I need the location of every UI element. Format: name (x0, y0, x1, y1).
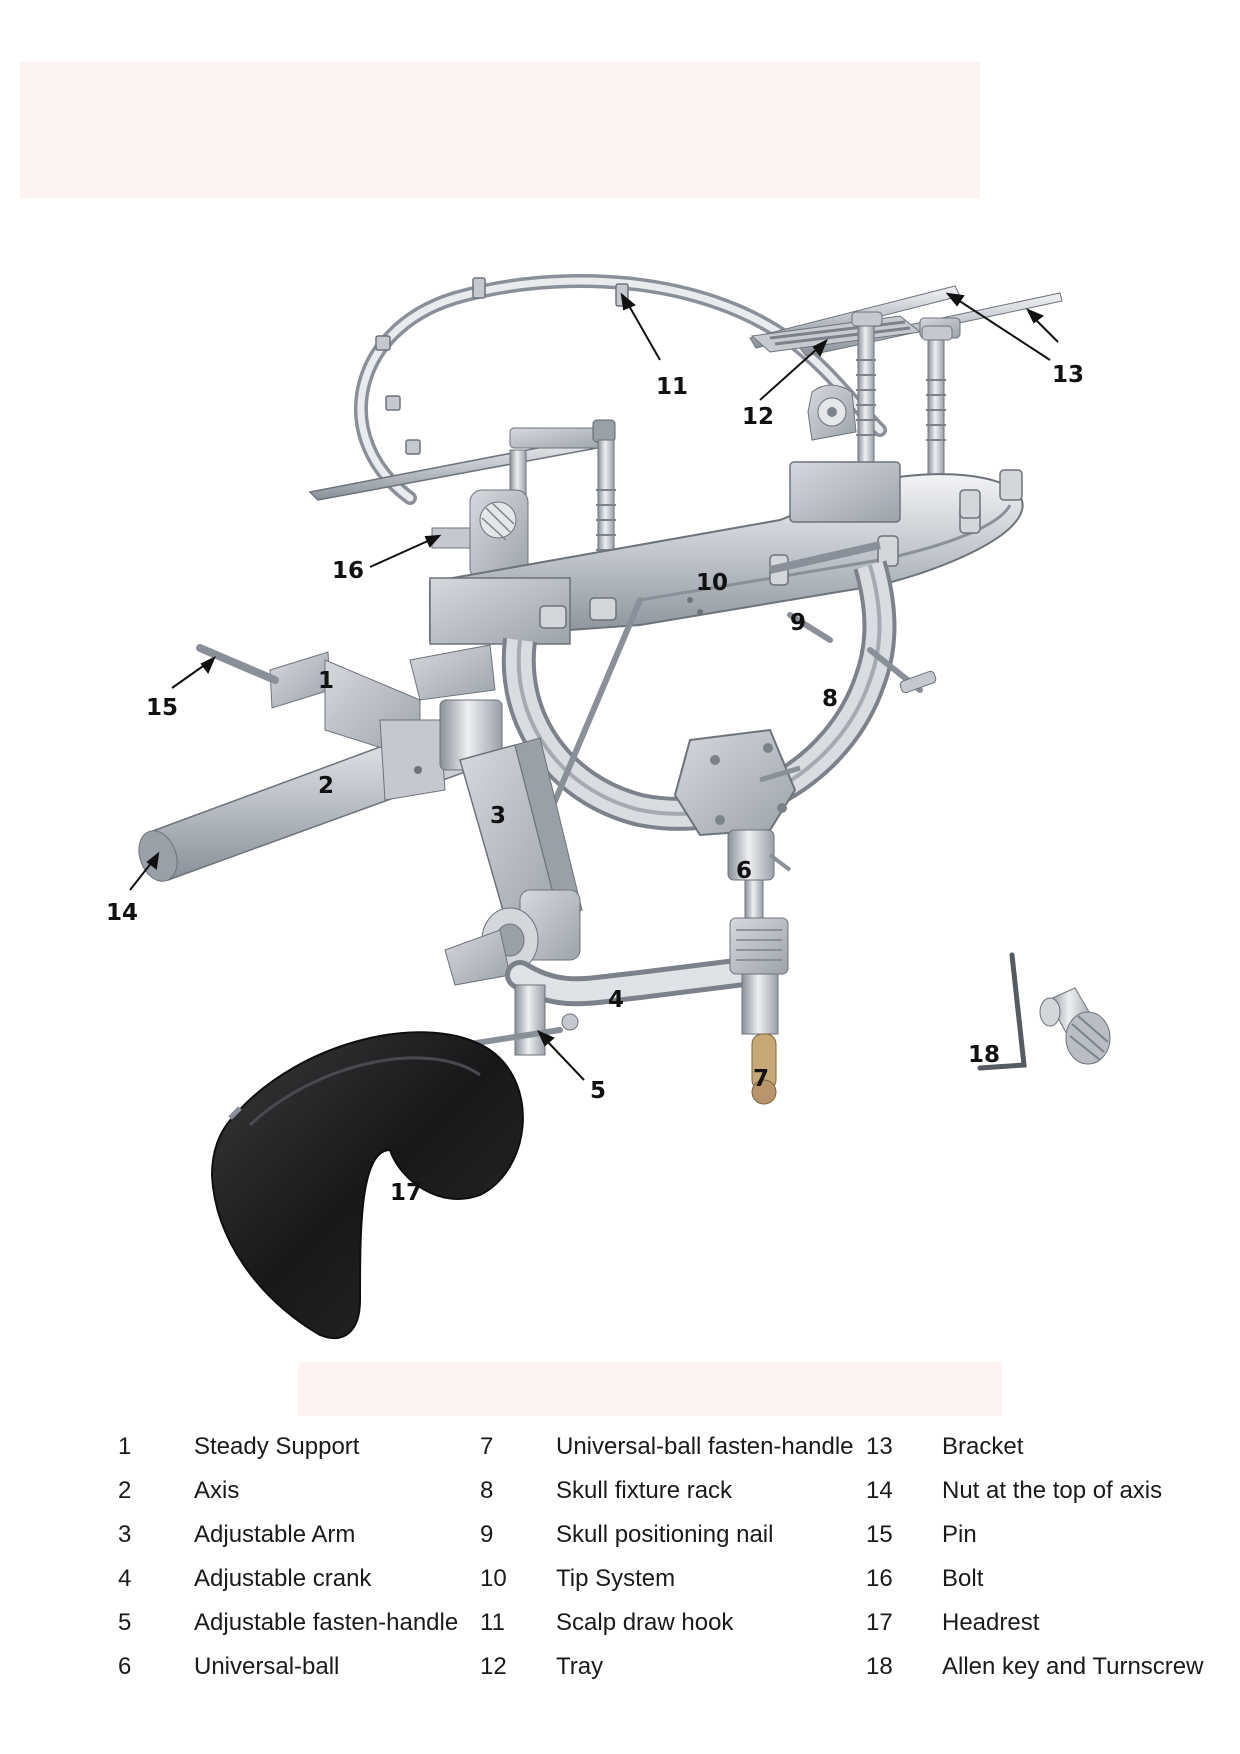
leader-arrows (129, 292, 1059, 1081)
legend-name: Universal-ball fasten-handle (556, 1433, 854, 1460)
legend-name: Headrest (942, 1609, 1040, 1636)
legend-number: 12 (480, 1653, 507, 1680)
bolt-joint (431, 489, 529, 581)
ball-joint-right (807, 384, 857, 441)
legend-name: Tray (556, 1653, 604, 1680)
callout-1: 1 (318, 668, 334, 694)
legend-name: Pin (942, 1521, 977, 1548)
steady-support-block (269, 651, 446, 801)
legend-number: 2 (118, 1477, 132, 1504)
legend-name: Nut at the top of axis (942, 1477, 1163, 1504)
legend-number: 7 (480, 1433, 494, 1460)
top-blank-band (20, 62, 980, 198)
callout-5: 5 (590, 1078, 606, 1104)
legend-number: 4 (118, 1565, 132, 1592)
head-frame-illustration: 1 2 3 4 5 6 7 8 9 10 11 12 13 14 15 16 1… (106, 273, 1111, 1340)
frame-knobs (539, 469, 1023, 629)
legend-number: 16 (866, 1565, 893, 1592)
legend-name: Scalp draw hook (556, 1609, 734, 1636)
callout-6: 6 (736, 858, 752, 884)
legend-name: Allen key and Turnscrew (942, 1653, 1204, 1680)
legend-number: 17 (866, 1609, 893, 1636)
legend-name: Adjustable crank (194, 1565, 372, 1592)
headrest (210, 1031, 524, 1340)
callout-18: 18 (968, 1042, 1000, 1068)
adjustable-fasten-handle-post (467, 984, 579, 1056)
legend-number: 10 (480, 1565, 507, 1592)
legend-number: 1 (118, 1433, 132, 1460)
legend-number: 9 (480, 1521, 494, 1548)
universal-ball-hub (673, 728, 801, 837)
callout-2: 2 (318, 773, 334, 799)
legend-number: 18 (866, 1653, 893, 1680)
bracket-left (308, 419, 616, 501)
adjustable-crank (444, 889, 775, 1007)
legend-number: 13 (866, 1433, 893, 1460)
callout-9: 9 (790, 610, 806, 636)
arc-t-handle (899, 670, 937, 694)
threaded-posts-right (851, 311, 953, 475)
legend-name: Universal-ball (194, 1653, 340, 1680)
allen-key (977, 952, 1027, 1071)
legend-name: Skull fixture rack (556, 1477, 733, 1504)
callout-8: 8 (822, 686, 838, 712)
callout-3: 3 (490, 803, 506, 829)
legend-number: 3 (118, 1521, 132, 1548)
legend-number: 8 (480, 1477, 494, 1504)
legend-name: Steady Support (194, 1433, 360, 1460)
callout-17: 17 (390, 1180, 422, 1206)
adjustable-arm (459, 737, 583, 936)
pin-rod (196, 644, 279, 684)
tray-and-brackets-right (749, 285, 1063, 357)
callout-4: 4 (608, 987, 624, 1013)
scalp-draw-hook-ring (354, 273, 887, 505)
universal-ball-stack (727, 829, 792, 1105)
legend-number: 6 (118, 1653, 132, 1680)
legend-name: Bracket (942, 1433, 1024, 1460)
turnscrew (1039, 987, 1111, 1065)
legend-number: 14 (866, 1477, 893, 1504)
legend-name: Adjustable Arm (194, 1521, 356, 1548)
callout-7: 7 (753, 1066, 769, 1092)
callout-12: 12 (742, 404, 774, 430)
bottom-blank-band (298, 1362, 1002, 1416)
callout-16: 16 (332, 558, 364, 584)
legend-name: Adjustable fasten-handle (194, 1609, 459, 1636)
legend-name: Tip System (556, 1565, 676, 1592)
legend-number: 11 (480, 1609, 505, 1636)
callout-13: 13 (1052, 362, 1084, 388)
legend-name: Bolt (942, 1565, 984, 1592)
legend-name: Axis (194, 1477, 240, 1504)
legend-name: Skull positioning nail (556, 1521, 774, 1548)
callout-11: 11 (656, 374, 688, 400)
tip-system-frame (429, 461, 1024, 645)
legend-number: 5 (118, 1609, 132, 1636)
legend-number: 15 (866, 1521, 893, 1548)
callout-10: 10 (696, 570, 728, 596)
callout-14: 14 (106, 900, 138, 926)
callout-15: 15 (146, 695, 178, 721)
